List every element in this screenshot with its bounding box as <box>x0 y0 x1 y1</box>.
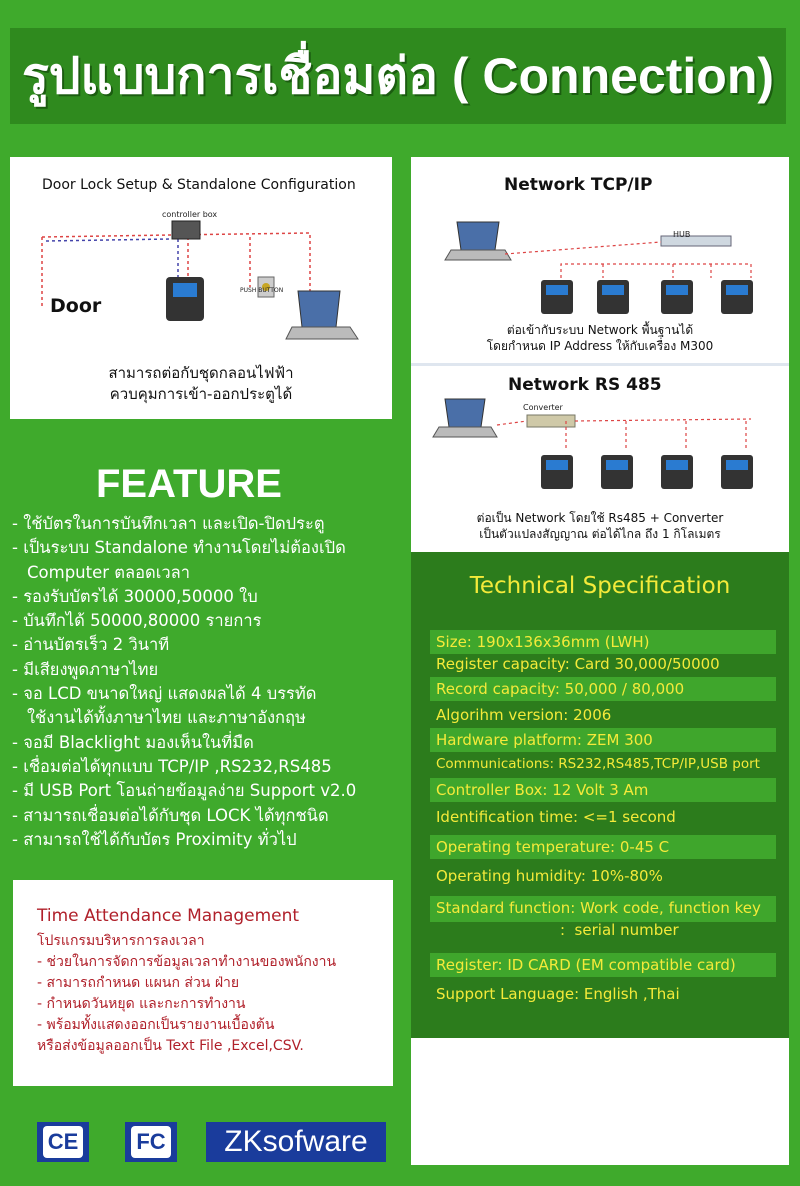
feature-item: - มี USB Port โอนถ่ายข้อมูลง่าย Support … <box>12 781 357 801</box>
spec-row: Communications: RS232,RS485,TCP/IP,USB p… <box>436 756 760 772</box>
spec-row: Register capacity: Card 30,000/50000 <box>436 655 720 673</box>
door-caption-1: สามารถต่อกับชุดกลอนไฟฟ้า <box>108 364 294 382</box>
feature-item: - สามารถใช้ได้กับบัตร Proximity ทั่วไป <box>12 829 297 849</box>
door-panel-title: Door Lock Setup & Standalone Configurati… <box>42 177 356 193</box>
spec-row: : serial number <box>436 921 679 939</box>
divider <box>411 363 789 366</box>
spec-row: Controller Box: 12 Volt 3 Am <box>430 778 776 802</box>
feature-list: - ใช้บัตรในการบันทึกเวลา และเปิด-ปิดประต… <box>12 512 412 852</box>
blank-panel <box>411 1038 789 1165</box>
feature-item: - เชื่อมต่อได้ทุกแบบ TCP/IP ,RS232,RS485 <box>12 756 332 776</box>
feature-item: ใช้งานได้ทั้งภาษาไทย และภาษาอังกฤษ <box>27 708 306 728</box>
rs485-title: Network RS 485 <box>508 375 662 395</box>
tam-title: Time Attendance Management <box>37 906 300 926</box>
rs485-caption-1: ต่อเป็น Network โดยใช้ Rs485 + Converter <box>476 511 724 525</box>
door-diagram <box>41 220 359 340</box>
spec-row: Identification time: <=1 second <box>436 808 676 826</box>
feature-item: - บันทึกได้ 50000,80000 รายการ <box>12 611 262 631</box>
tam-line: หรือส่งข้อมูลออกเป็น Text File ,Excel,CS… <box>37 1038 304 1054</box>
tam-line: โปรแกรมบริหารการลงเวลา <box>37 933 205 949</box>
fc-logo-text: FC <box>131 1126 171 1158</box>
tcp-diagram <box>444 221 753 314</box>
spec-row: Support Language: English ,Thai <box>436 985 680 1003</box>
rs485-caption-2: เป็นตัวแปลงสัญญาณ ต่อได้ไกล ถึง 1 กิโลเม… <box>479 527 721 541</box>
hub-label: HUB <box>673 230 691 239</box>
feature-item: - จอ LCD ขนาดใหญ่ แสดงผลได้ 4 บรรทัด <box>12 684 317 704</box>
spec-row: Record capacity: 50,000 / 80,000 <box>430 677 776 701</box>
spec-row: Size: 190x136x36mm (LWH) <box>430 630 776 654</box>
page-title: รูปแบบการเชื่อมต่อ ( Connection) <box>21 47 775 104</box>
feature-item: - เป็นระบบ Standalone ทำงานโดยไม่ต้องเปิ… <box>12 538 346 558</box>
tam-line: - พร้อมทั้งแสดงออกเป็นรายงานเบื้องต้น <box>37 1017 275 1033</box>
feature-item: Computer ตลอดเวลา <box>27 562 191 582</box>
spec-row: Algorihm version: 2006 <box>436 706 612 724</box>
converter-label: Converter <box>523 403 563 412</box>
ce-logo: CE <box>37 1122 89 1162</box>
feature-item: - ใช้บัตรในการบันทึกเวลา และเปิด-ปิดประต… <box>12 514 325 533</box>
tam-lines: โปรแกรมบริหารการลงเวลา - ช่วยในการจัดการ… <box>37 931 387 1057</box>
tam-line: - กำหนดวันหยุด และกะการทำงาน <box>37 996 246 1012</box>
door-lock-panel: Door Lock Setup & Standalone Configurati… <box>10 157 392 419</box>
fc-logo: FC <box>125 1122 177 1162</box>
tam-line: - ช่วยในการจัดการข้อมูลเวลาทำงานของพนักง… <box>37 954 337 970</box>
feature-item: - มีเสียงพูดภาษาไทย <box>12 659 159 679</box>
zksoftware-logo: ZKsofware <box>206 1122 386 1162</box>
spec-row: Hardware platform: ZEM 300 <box>430 728 776 752</box>
rs485-diagram <box>432 398 753 489</box>
spec-row: Standard function: Work code, function k… <box>430 896 776 922</box>
tcp-caption-2: โดยกำหนด IP Address ให้กับเครื่อง M300 <box>486 339 714 353</box>
tcp-title: Network TCP/IP <box>504 175 653 195</box>
spec-row: Operating temperature: 0-45 C <box>430 835 776 859</box>
feature-item: - อ่านบัตรเร็ว 2 วินาที <box>12 635 170 655</box>
feature-item: - จอมี Blacklight มองเห็นในที่มืด <box>12 732 254 752</box>
feature-item: - สามารถเชื่อมต่อได้กับชุด LOCK ได้ทุกชน… <box>12 805 329 825</box>
feature-item: - รองรับบัตรได้ 30000,50000 ใบ <box>12 586 258 606</box>
spec-title: Technical Specification <box>469 573 731 599</box>
push-button-label: PUSH BUTTON <box>240 287 284 294</box>
door-caption-2: ควบคุมการเข้า-ออกประตูได้ <box>109 385 293 403</box>
spec-row: Register: ID CARD (EM compatible card) <box>430 953 776 977</box>
network-panel: Network TCP/IP HUB ต่อเข้ากับระบบ Networ… <box>411 157 789 552</box>
ce-logo-text: CE <box>43 1126 83 1158</box>
door-label: Door <box>50 295 102 317</box>
tam-line: - สามารถกำหนด แผนก ส่วน ฝ่าย <box>37 975 240 991</box>
spec-row: Operating humidity: 10%-80% <box>436 867 663 885</box>
tam-panel <box>13 880 393 1086</box>
controller-box-label: controller box <box>162 210 218 219</box>
tcp-caption-1: ต่อเข้ากับระบบ Network พื้นฐานได้ <box>506 323 694 337</box>
header-banner: รูปแบบการเชื่อมต่อ ( Connection) <box>10 28 786 124</box>
feature-title: FEATURE <box>96 462 282 506</box>
